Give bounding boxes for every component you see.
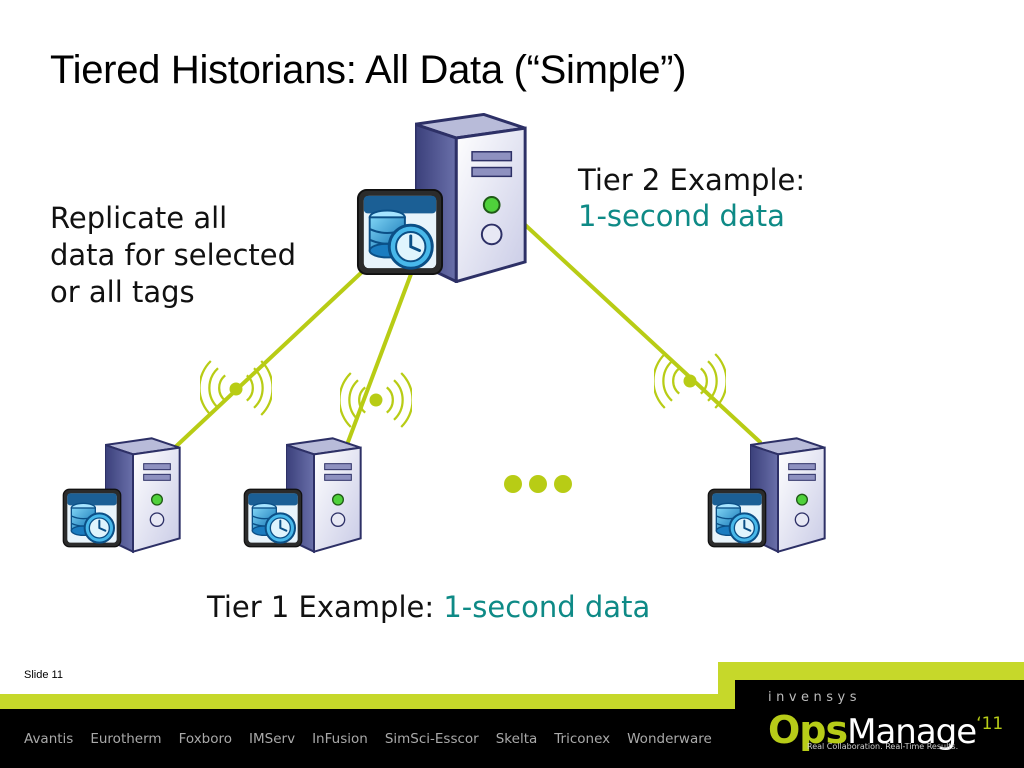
ellipsis-dots-icon <box>504 475 572 493</box>
tier1-value: 1-second data <box>443 590 651 624</box>
link-line-right <box>520 220 762 444</box>
brand-item: Foxboro <box>178 731 233 747</box>
wireless-signal-icon <box>654 352 726 410</box>
brand-list: Avantis Eurotherm Foxboro IMServ InFusio… <box>24 731 712 747</box>
logo-year: ‘11 <box>976 714 1004 734</box>
brand-item: InFusion <box>312 731 368 747</box>
logo-ops: Ops <box>768 708 848 752</box>
opsmanage-logo: OpsManage‘11 <box>768 708 1003 752</box>
wireless-signal-icon <box>200 359 272 417</box>
replicate-description: Replicate all data for selected or all t… <box>50 200 296 311</box>
tier2-caption: Tier 2 Example: 1-second data <box>578 162 805 234</box>
brand-item: IMServ <box>249 731 296 747</box>
slide-number: Slide 11 <box>24 669 63 681</box>
replicate-line-3: or all tags <box>50 275 195 309</box>
slide-title: Tiered Historians: All Data (“Simple”) <box>50 48 687 92</box>
tier2-label: Tier 2 Example: <box>578 163 806 197</box>
logo-manage: Manage <box>847 712 977 752</box>
replicate-line-2: data for selected <box>50 238 297 272</box>
brand-item: Skelta <box>495 731 538 747</box>
tier2-value: 1-second data <box>578 199 785 233</box>
brand-item: Eurotherm <box>90 731 162 747</box>
brand-item: Triconex <box>554 731 611 747</box>
brand-item: Wonderware <box>627 731 712 747</box>
link-line-left <box>168 270 364 454</box>
replicate-line-1: Replicate all <box>50 201 228 235</box>
tier1-caption: Tier 1 Example: 1-second data <box>207 590 650 624</box>
company-wordmark: invensys <box>768 690 862 705</box>
logo-tagline: Real Collaboration. Real-Time Results. <box>807 742 959 751</box>
brand-item: SimSci-Esscor <box>384 731 479 747</box>
brand-item: Avantis <box>24 731 74 747</box>
wireless-signal-icon <box>340 371 412 429</box>
tier1-label: Tier 1 Example: <box>207 590 435 624</box>
